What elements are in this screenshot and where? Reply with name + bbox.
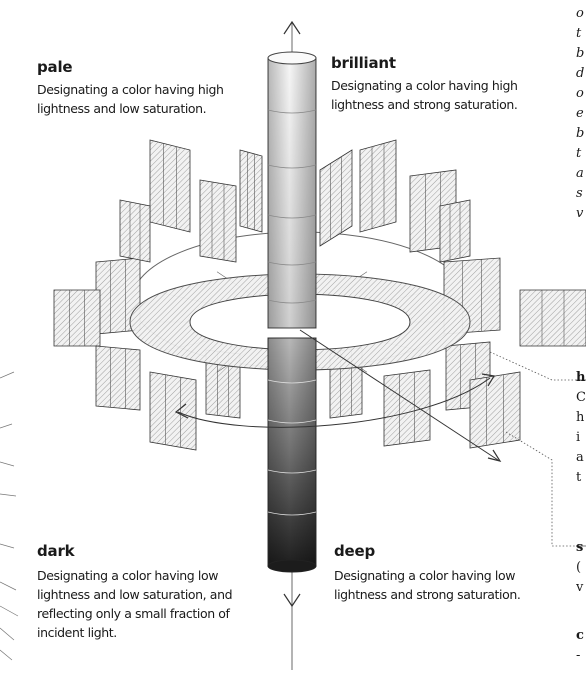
term-brilliant-title: brilliant bbox=[331, 54, 396, 72]
term-pale-title: pale bbox=[37, 58, 73, 76]
fragment-char: v bbox=[576, 580, 584, 595]
term-deep-definition: Designating a color having low lightness… bbox=[334, 566, 559, 604]
term-brilliant-definition: Designating a color having high lightnes… bbox=[331, 76, 566, 114]
chroma-panel bbox=[149, 139, 191, 233]
fragment-char: a bbox=[576, 450, 584, 465]
fragment-char: a bbox=[576, 166, 584, 181]
fragment-char: ( bbox=[576, 560, 582, 575]
chroma-panel bbox=[95, 345, 141, 411]
fragment-char: o bbox=[576, 6, 584, 21]
chroma-panel bbox=[519, 289, 586, 347]
chroma-panel bbox=[239, 149, 263, 233]
term-dark-line: reflecting only a small fraction of bbox=[37, 606, 230, 621]
hue-arc-arrow bbox=[177, 377, 491, 428]
term-deep-title: deep bbox=[334, 542, 376, 560]
right-edge-fragments-top: o t b d o e b t a s v bbox=[576, 4, 586, 224]
fragment-char: e bbox=[576, 106, 584, 121]
fragment-char: b bbox=[576, 46, 585, 61]
fragment-char: b bbox=[576, 126, 585, 141]
fragment-char: s bbox=[576, 540, 584, 555]
hue-arrow-right-icon bbox=[481, 373, 495, 387]
chroma-panel bbox=[469, 371, 521, 449]
term-dark-line: lightness and low saturation, and bbox=[37, 587, 233, 602]
fragment-char: t bbox=[576, 146, 582, 161]
axis-arrow-up-icon bbox=[283, 20, 301, 35]
saturation-arrow-icon bbox=[487, 449, 502, 462]
fragment-char: t bbox=[576, 26, 582, 41]
fragment-char: t bbox=[576, 470, 582, 485]
term-dark-line: Designating a color having low bbox=[37, 568, 219, 583]
fragment-char: - bbox=[576, 648, 581, 663]
hue-leader-line bbox=[489, 351, 576, 381]
fragment-char: d bbox=[576, 66, 585, 81]
term-pale-line: Designating a color having high bbox=[37, 82, 224, 97]
right-edge-fragments-hue: h C h i a t bbox=[576, 368, 586, 488]
chroma-panel bbox=[199, 179, 237, 263]
fragment-char: i bbox=[576, 430, 581, 445]
term-deep-line: lightness and strong saturation. bbox=[334, 587, 521, 602]
fragment-char: C bbox=[576, 390, 586, 405]
chroma-panel bbox=[359, 139, 397, 233]
chroma-panel bbox=[53, 289, 101, 347]
fragment-char: v bbox=[576, 206, 584, 221]
right-edge-fragments-bottom: c - bbox=[576, 626, 586, 666]
saturation-leader-line bbox=[505, 431, 576, 547]
term-brilliant-line: Designating a color having high bbox=[331, 78, 518, 93]
hue-arrow-left-icon bbox=[174, 403, 189, 419]
fragment-char: h bbox=[576, 410, 585, 425]
right-edge-fragments-saturation: s ( v bbox=[576, 538, 586, 598]
axis-arrow-down-icon bbox=[283, 593, 301, 608]
left-edge-leaders bbox=[0, 371, 19, 661]
chroma-panel bbox=[319, 149, 353, 247]
fragment-char: s bbox=[576, 186, 583, 201]
chroma-panel bbox=[439, 199, 471, 263]
fragment-char: h bbox=[576, 370, 586, 385]
column-cap bbox=[267, 51, 317, 65]
term-dark-line: incident light. bbox=[37, 625, 117, 640]
term-dark-title: dark bbox=[37, 542, 75, 560]
term-pale-definition: Designating a color having high lightnes… bbox=[37, 80, 262, 118]
term-brilliant-line: lightness and strong saturation. bbox=[331, 97, 518, 112]
chroma-panel bbox=[119, 199, 151, 263]
fragment-char: c bbox=[576, 628, 584, 643]
term-deep-line: Designating a color having low bbox=[334, 568, 516, 583]
term-dark-definition: Designating a color having low lightness… bbox=[37, 566, 272, 642]
chroma-panel bbox=[149, 371, 197, 451]
term-pale-line: lightness and low saturation. bbox=[37, 101, 207, 116]
saturation-line bbox=[299, 329, 499, 461]
fragment-char: o bbox=[576, 86, 584, 101]
